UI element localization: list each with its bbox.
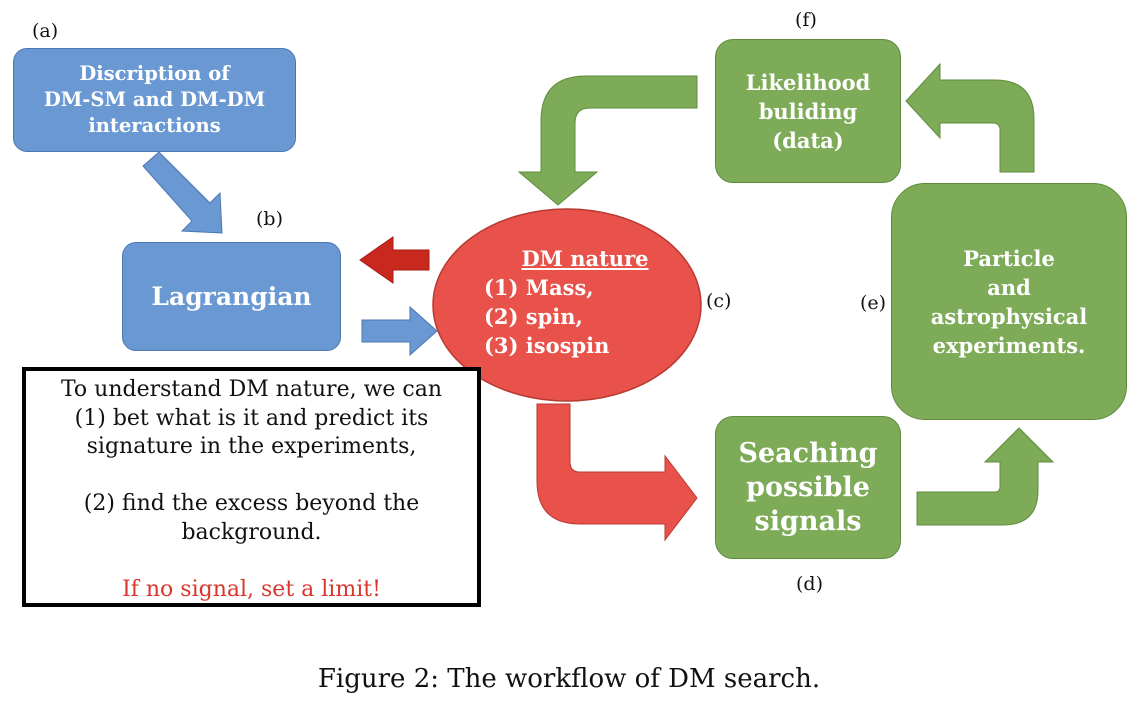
note-line-6: background. [181, 519, 322, 545]
arrow-likelihood-to-nature [517, 75, 698, 206]
likelihood-line-2: buliding [758, 98, 858, 124]
searching-node: Seaching possible signals [715, 416, 901, 559]
experiments-line-1: Particle [963, 245, 1055, 271]
dm-nature-item-2: (2) spin, [484, 304, 583, 329]
likelihood-line-1: Likelihood [745, 69, 871, 95]
note-line-2: (1) bet what is it and predict its [74, 405, 429, 431]
label-d: (d) [796, 573, 823, 595]
arrow-searching-to-experiments [916, 427, 1055, 526]
figure-caption: Figure 2: The workflow of DM search. [317, 664, 821, 694]
lagrangian-node: Lagrangian [122, 242, 341, 351]
dm-nature-title: DM nature [521, 246, 649, 271]
experiments-node: Particle and astrophysical experiments. [891, 183, 1127, 420]
arrow-lagrangian-to-nature [361, 305, 438, 357]
description-line-2: DM-SM and DM-DM [43, 88, 266, 111]
arrow-description-to-lagrangian [142, 151, 223, 234]
arrow-nature-to-lagrangian [359, 236, 430, 284]
label-b: (b) [256, 208, 283, 230]
searching-line-1: Seaching [738, 437, 878, 469]
label-f: (f) [795, 9, 817, 31]
dm-nature-item-1: (1) Mass, [484, 275, 594, 300]
lagrangian-label: Lagrangian [151, 282, 312, 311]
note-spacer-1 [26, 462, 477, 491]
note-line-5: (2) find the excess beyond the [83, 491, 420, 516]
description-node: Discription of DM-SM and DM-DM interacti… [13, 48, 296, 152]
experiments-line-2: and [987, 274, 1031, 300]
note-highlight: If no signal, set a limit! [122, 576, 381, 602]
note-line-1: To understand DM nature, we can [60, 377, 443, 402]
description-line-3: interactions [88, 114, 221, 137]
dm-nature-item-3: (3) isospin [484, 333, 610, 358]
label-c: (c) [706, 290, 732, 312]
dm-nature-node: DM nature (1) Mass, (2) spin, (3) isospi… [474, 244, 674, 360]
arrow-experiments-to-likelihood [905, 62, 1035, 173]
label-e: (e) [860, 292, 887, 314]
note-line-3: signature in the experiments, [86, 434, 417, 459]
arrow-nature-to-searching [536, 403, 698, 542]
likelihood-line-3: (data) [772, 127, 844, 153]
experiments-line-3: astrophysical [930, 303, 1088, 329]
description-line-1: Discription of [79, 62, 230, 85]
searching-line-2: possible [746, 471, 870, 503]
dm-nature-ellipse [432, 208, 702, 402]
experiments-line-4: experiments. [932, 332, 1086, 358]
note-box: To understand DM nature, we can (1) bet … [22, 367, 481, 607]
note-spacer-2 [26, 547, 477, 576]
searching-line-3: signals [754, 505, 862, 537]
label-a: (a) [32, 20, 59, 42]
likelihood-node: Likelihood buliding (data) [715, 39, 901, 183]
